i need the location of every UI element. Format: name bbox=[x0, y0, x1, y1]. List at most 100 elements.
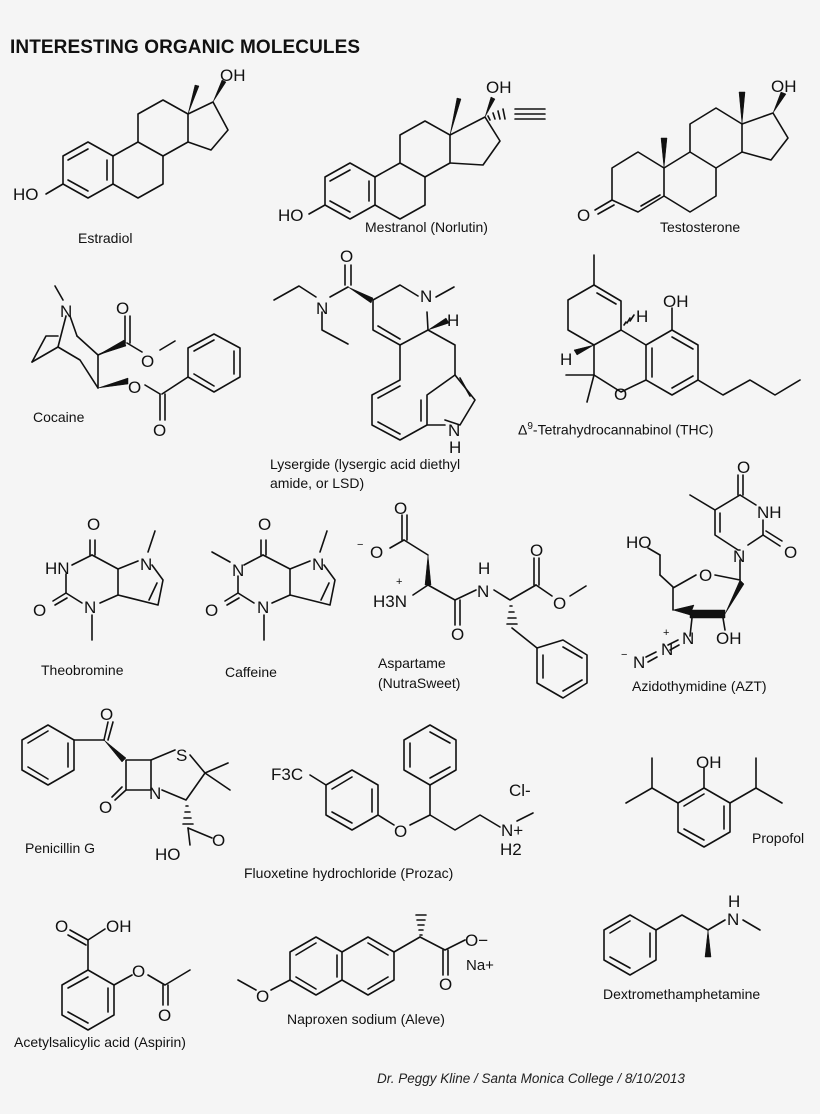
svg-text:H2: H2 bbox=[500, 840, 522, 859]
molecule-label-lsd-line1: Lysergide (lysergic acid diethyl bbox=[270, 456, 461, 472]
svg-text:O: O bbox=[256, 987, 269, 1006]
svg-text:O: O bbox=[737, 458, 750, 477]
svg-text:H: H bbox=[449, 438, 461, 457]
molecule-label-lsd-line2: amide, or LSD) bbox=[270, 475, 365, 491]
svg-text:O: O bbox=[258, 515, 271, 534]
molecule-label-theobromine: Theobromine bbox=[41, 662, 124, 678]
svg-text:O: O bbox=[87, 515, 100, 534]
svg-text:O: O bbox=[116, 299, 129, 318]
svg-text:−: − bbox=[621, 649, 627, 661]
svg-text:H: H bbox=[728, 892, 740, 911]
molecule-label-dextromethamphetamine: Dextromethamphetamine bbox=[603, 986, 761, 1002]
svg-text:+: + bbox=[663, 627, 669, 639]
footer-credit: Dr. Peggy Kline / Santa Monica College /… bbox=[377, 1071, 685, 1086]
svg-text:O: O bbox=[340, 247, 353, 266]
molecule-label-naproxen: Naproxen sodium (Aleve) bbox=[287, 1011, 445, 1027]
molecule-label-penicillin: Penicillin G bbox=[25, 840, 96, 856]
svg-text:HO: HO bbox=[13, 185, 39, 204]
molecule-label-propofol: Propofol bbox=[752, 830, 805, 846]
svg-text:O: O bbox=[33, 601, 46, 620]
molecule-label-aspartame-line1: Aspartame bbox=[378, 655, 446, 671]
svg-text:O: O bbox=[614, 385, 627, 404]
molecule-label-aspirin: Acetylsalicylic acid (Aspirin) bbox=[14, 1034, 186, 1050]
svg-text:H: H bbox=[478, 559, 490, 578]
svg-text:O: O bbox=[132, 962, 145, 981]
svg-text:O: O bbox=[451, 625, 464, 644]
svg-text:N+: N+ bbox=[501, 821, 523, 840]
molecule-label-aspartame-line2: (NutraSweet) bbox=[378, 675, 461, 691]
svg-text:O: O bbox=[394, 499, 407, 518]
svg-text:N: N bbox=[661, 640, 673, 659]
svg-text:N: N bbox=[733, 547, 745, 566]
svg-text:N: N bbox=[420, 287, 432, 306]
svg-text:H3N: H3N bbox=[373, 592, 407, 611]
svg-text:Cl-: Cl- bbox=[509, 781, 531, 800]
svg-text:OH: OH bbox=[106, 917, 132, 936]
svg-text:N: N bbox=[316, 299, 328, 318]
svg-text:O: O bbox=[141, 352, 154, 371]
svg-text:O: O bbox=[153, 421, 166, 440]
svg-text:OH: OH bbox=[663, 292, 689, 311]
svg-text:OH: OH bbox=[220, 66, 246, 85]
molecule-label-thc: Δ9-Tetrahydrocannabinol (THC) bbox=[518, 421, 714, 438]
svg-text:N: N bbox=[257, 598, 269, 617]
molecule-label-mestranol: Mestranol (Norlutin) bbox=[365, 219, 488, 235]
svg-text:O: O bbox=[784, 543, 797, 562]
molecule-label-caffeine: Caffeine bbox=[225, 664, 277, 680]
svg-text:Na+: Na+ bbox=[466, 957, 494, 974]
svg-text:OH: OH bbox=[696, 753, 722, 772]
svg-text:N: N bbox=[633, 653, 645, 672]
svg-text:O: O bbox=[394, 822, 407, 841]
svg-text:N: N bbox=[477, 582, 489, 601]
svg-text:OH: OH bbox=[771, 77, 797, 96]
svg-text:HO: HO bbox=[626, 533, 652, 552]
svg-text:N: N bbox=[149, 784, 161, 803]
molecule-label-azt: Azidothymidine (AZT) bbox=[632, 678, 767, 694]
molecule-label-estradiol: Estradiol bbox=[78, 230, 133, 246]
svg-text:O−: O− bbox=[465, 931, 488, 950]
svg-text:O: O bbox=[100, 705, 113, 724]
svg-text:O: O bbox=[55, 917, 68, 936]
svg-text:O: O bbox=[205, 601, 218, 620]
svg-text:O: O bbox=[128, 378, 141, 397]
svg-text:O: O bbox=[99, 798, 112, 817]
svg-text:O: O bbox=[577, 206, 590, 225]
svg-text:N: N bbox=[448, 421, 460, 440]
svg-text:H: H bbox=[560, 350, 572, 369]
svg-text:O: O bbox=[158, 1006, 171, 1025]
svg-text:+: + bbox=[396, 576, 402, 588]
svg-text:HO: HO bbox=[278, 206, 304, 225]
svg-text:S: S bbox=[176, 746, 187, 765]
svg-text:F3C: F3C bbox=[271, 765, 303, 784]
svg-text:N: N bbox=[140, 555, 152, 574]
molecule-label-fluoxetine: Fluoxetine hydrochloride (Prozac) bbox=[244, 865, 454, 881]
svg-text:N: N bbox=[682, 629, 694, 648]
molecule-label-cocaine: Cocaine bbox=[33, 409, 85, 425]
svg-text:HN: HN bbox=[45, 559, 70, 578]
svg-text:O: O bbox=[439, 975, 452, 994]
page-title: INTERESTING ORGANIC MOLECULES bbox=[10, 37, 361, 58]
svg-text:H: H bbox=[636, 307, 648, 326]
svg-text:N: N bbox=[60, 302, 72, 321]
svg-text:O: O bbox=[553, 594, 566, 613]
svg-text:O: O bbox=[212, 831, 225, 850]
svg-text:N: N bbox=[312, 555, 324, 574]
svg-text:O: O bbox=[530, 541, 543, 560]
svg-text:O: O bbox=[699, 566, 712, 585]
svg-text:N: N bbox=[232, 561, 244, 580]
svg-text:OH: OH bbox=[716, 629, 742, 648]
